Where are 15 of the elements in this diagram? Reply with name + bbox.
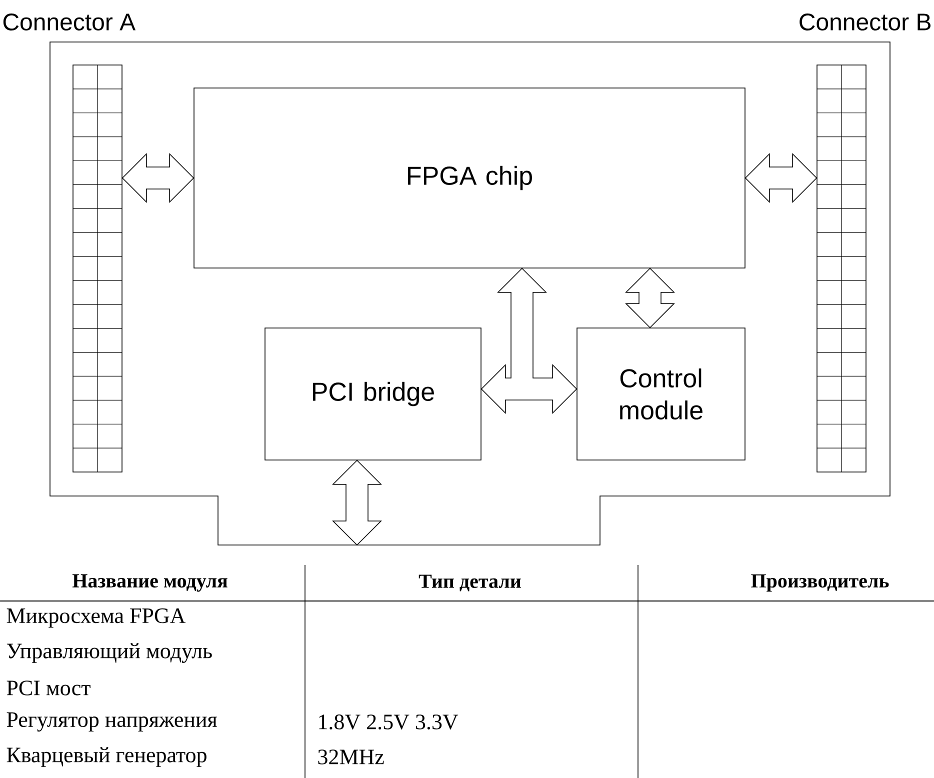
block-box: FPGA chip	[194, 88, 746, 268]
column-header: Производитель	[751, 574, 889, 592]
table-cell-text: 1.8V 2.5V 3.3V	[319, 714, 458, 730]
table-cell-text: Микросхема FPGA	[6, 608, 186, 628]
connector-label: Connector B	[800, 14, 930, 30]
block-box: Control module	[576, 328, 746, 460]
table-cell-text: Управляющий модуль	[6, 643, 212, 663]
block-box: PCI bridge	[264, 328, 482, 460]
column-header: Тип детали	[418, 574, 521, 592]
connector-label: Connector A	[3, 14, 136, 30]
table-cell-text: PCI мост	[6, 680, 90, 696]
table-cell-text: Регулятор напряжения	[6, 712, 217, 732]
table-cell-text: Кварцевый генератор	[6, 747, 206, 767]
column-header: Название модуля	[72, 574, 228, 592]
table-cell-text: 32MHz	[318, 750, 384, 764]
